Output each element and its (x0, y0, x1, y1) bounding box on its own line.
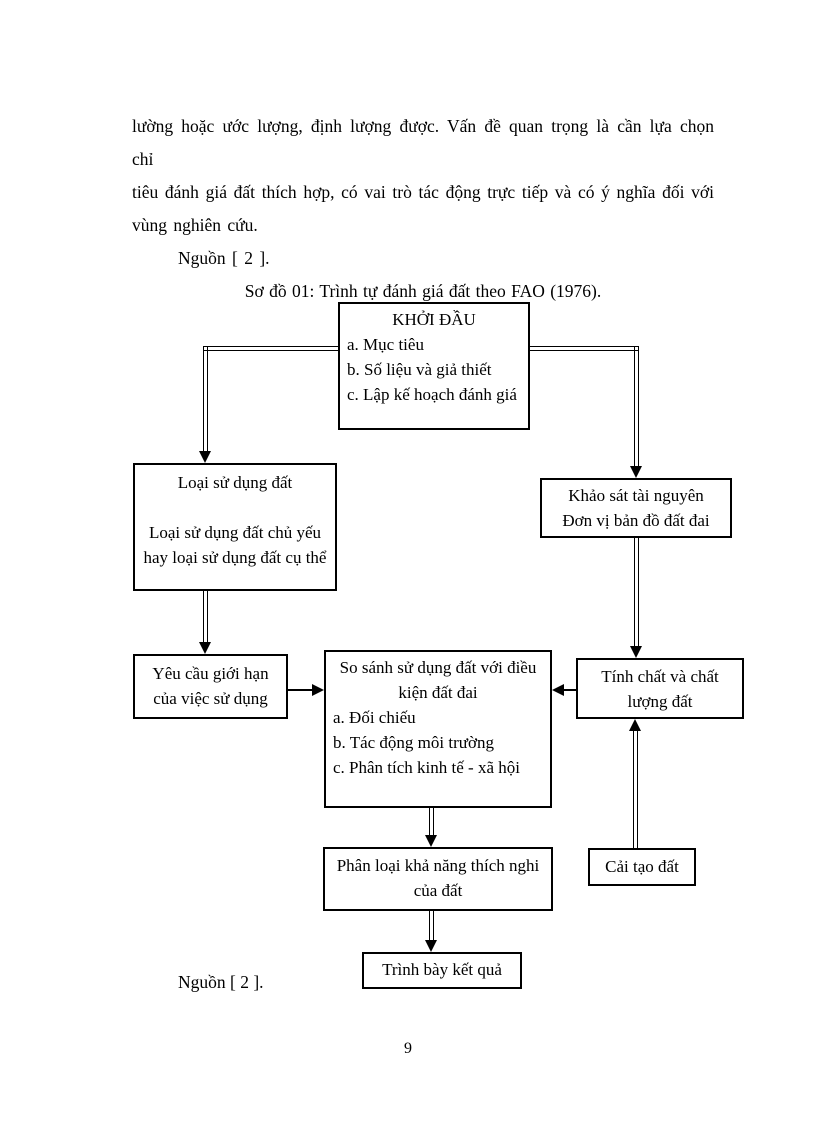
box-item: a. Đối chiếu (333, 708, 416, 727)
connector-khoidau-left-vertical (203, 346, 208, 451)
box-trinh-bay-ket-qua: Trình bày kết quả (362, 952, 522, 989)
box-line: Khảo sát tài nguyên (568, 486, 704, 505)
box-line: Loại sử dụng đất chủ yếu hay loại sử dụn… (143, 523, 327, 567)
arrowhead-right (312, 684, 324, 696)
arrowhead-down (199, 451, 211, 463)
body-text: lường hoặc ước lượng, định lượng được. V… (132, 110, 714, 308)
arrowhead-down (199, 642, 211, 654)
box-item: c. Phân tích kinh tế - xã hội (333, 758, 520, 777)
connector-khaosat-tinhchat (634, 538, 639, 646)
box-cai-tao-dat: Cải tạo đất (588, 848, 696, 886)
arrowhead-up (629, 719, 641, 731)
connector-khoidau-left-horizontal (203, 346, 338, 351)
box-khao-sat-tai-nguyen: Khảo sát tài nguyên Đơn vị bản đồ đất đa… (540, 478, 732, 538)
paragraph-line: lường hoặc ước lượng, định lượng được. V… (132, 116, 714, 169)
paragraph-line: vùng nghiên cứu. (132, 215, 258, 235)
connector-caitao-tinhchat (633, 731, 638, 848)
connector-phanloai-trinhbay (429, 911, 434, 940)
box-line: Đơn vị bản đồ đất đai (562, 511, 710, 530)
connector-yeucau-sosanh (288, 689, 312, 691)
box-line: Tính chất và chất lượng đất (601, 667, 719, 711)
source-reference-bottom: Nguồn [ 2 ]. (178, 972, 264, 992)
box-line: Loại sử dụng đất (177, 473, 293, 492)
arrowhead-down (425, 835, 437, 847)
box-title: So sánh sử dụng đất với điều kiện đất đa… (339, 658, 537, 702)
box-loai-su-dung-dat: Loại sử dụng đất Loại sử dụng đất chủ yế… (133, 463, 337, 591)
arrowhead-down (630, 646, 642, 658)
arrowhead-down (425, 940, 437, 952)
arrowhead-left (552, 684, 564, 696)
page-number: 9 (404, 1040, 412, 1057)
diagram-caption: Sơ đồ 01: Trình tự đánh giá đất theo FAO… (244, 281, 602, 301)
spacer (142, 495, 328, 520)
box-yeu-cau-gioi-han: Yêu cầu giới hạn của việc sử dụng (133, 654, 288, 719)
box-line: Yêu cầu giới hạn của việc sử dụng (152, 664, 269, 708)
source-reference-top: Nguồn [ 2 ]. (178, 248, 270, 268)
box-item: a. Mục tiêu (347, 335, 424, 354)
connector-khoidau-right-horizontal (530, 346, 639, 351)
box-title: KHỞI ĐẦU (392, 310, 476, 329)
box-item: b. Tác động môi trường (333, 733, 494, 752)
box-line: Cải tạo đất (605, 857, 679, 876)
box-line: Trình bày kết quả (382, 960, 502, 979)
box-item: c. Lập kế hoạch đánh giá (347, 385, 517, 404)
connector-loaisudung-yeucau (203, 591, 208, 642)
box-tinh-chat: Tính chất và chất lượng đất (576, 658, 744, 719)
connector-sosanh-phanloai (429, 808, 434, 835)
arrowhead-down (630, 466, 642, 478)
connector-khoidau-right-vertical (634, 346, 639, 466)
box-so-sanh: So sánh sử dụng đất với điều kiện đất đa… (324, 650, 552, 808)
paragraph-line: tiêu đánh giá đất thích hợp, có vai trò … (132, 182, 714, 202)
box-item: b. Số liệu và giả thiết (347, 360, 492, 379)
box-line: Phân loại khả năng thích nghi của đất (336, 856, 540, 900)
box-khoi-dau: KHỞI ĐẦU a. Mục tiêu b. Số liệu và giả t… (338, 302, 530, 430)
connector-tinhchat-sosanh (564, 689, 576, 691)
box-phan-loai: Phân loại khả năng thích nghi của đất (323, 847, 553, 911)
